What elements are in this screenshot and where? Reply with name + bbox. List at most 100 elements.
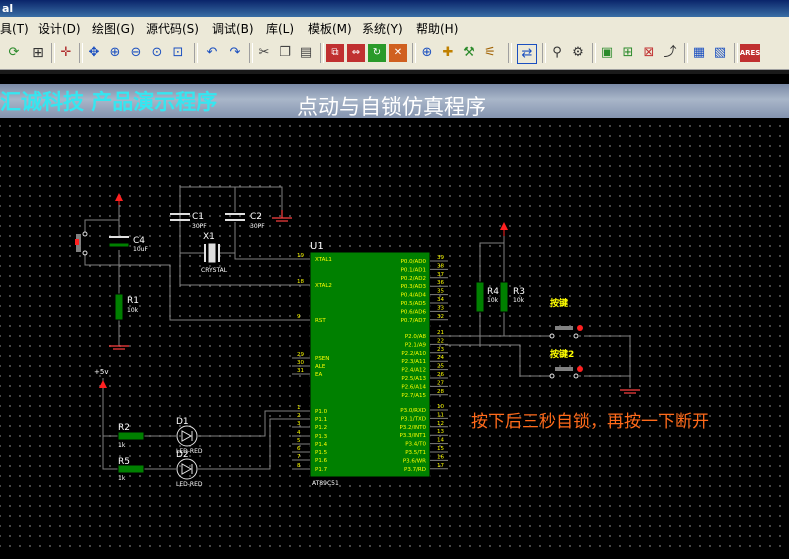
x1-value: CRYSTAL — [201, 267, 228, 274]
block-move-icon[interactable]: ⇔ — [347, 44, 365, 62]
u1-pin-number: 37 — [437, 272, 444, 278]
c4-value: 10uF — [133, 246, 148, 253]
zoom-out-icon[interactable]: ⊖ — [130, 45, 142, 60]
u1-pin-number: 26 — [437, 372, 444, 378]
d1-value: LED-RED — [176, 448, 203, 455]
led-d1[interactable]: D1 LED-RED — [176, 417, 203, 455]
redo-icon[interactable]: ↷ — [229, 45, 241, 60]
zoom-area-icon[interactable]: ⊡ — [172, 45, 184, 60]
u1-pin-number: 35 — [437, 289, 444, 295]
wire-autorouter-icon[interactable]: ⇄ — [517, 44, 537, 64]
goto-sheet-icon[interactable]: ⤴ — [663, 45, 677, 60]
u1-pin-number: 30 — [297, 360, 304, 366]
u1-pin-number: 38 — [437, 263, 444, 269]
u1-pin-number: 18 — [297, 279, 304, 285]
pick-device-icon[interactable]: ⊕ — [421, 45, 433, 60]
r4-ref: R4 — [487, 287, 499, 297]
remove-sheet-icon[interactable]: ⊠ — [643, 45, 655, 60]
r3-ref: R3 — [513, 287, 525, 297]
grid-icon[interactable]: ⊞ — [32, 45, 44, 61]
push-button-2[interactable]: 按键2 — [549, 348, 583, 379]
refresh-icon[interactable]: ⟳ — [8, 45, 20, 60]
header-banner: 汇诚科技 产品演示程序 点动与自锁仿真程序 — [0, 84, 789, 119]
paste-icon[interactable]: ▤ — [299, 45, 313, 60]
company-title: 汇诚科技 产品演示程序 — [0, 90, 218, 114]
push-button-1[interactable]: 按键 — [549, 297, 583, 339]
copy-icon[interactable]: ❐ — [279, 45, 291, 60]
u1-pin-name: P0.1/AD1 — [401, 267, 426, 273]
decompose-icon[interactable]: ⚟ — [484, 45, 496, 60]
u1-pin-name: P1.3 — [315, 434, 328, 440]
window-title-bar: al — [0, 0, 789, 17]
new-sheet-icon[interactable]: ▣ — [600, 45, 614, 60]
netlist-icon[interactable]: ▧ — [713, 45, 727, 60]
menu-library[interactable]: 库(L) — [266, 22, 295, 36]
u1-pin-name: P3.1/TXD — [401, 416, 426, 422]
block-rotate-icon[interactable]: ↻ — [368, 44, 386, 62]
u1-pin-number: 9 — [297, 314, 301, 320]
r1-value: 10k — [127, 307, 139, 314]
wire — [198, 418, 310, 470]
u1-pin-number: 24 — [437, 355, 444, 361]
led-d2[interactable]: D2 LED-RED — [176, 450, 203, 488]
toolbar-border — [0, 70, 789, 74]
zoom-all-icon[interactable]: ⊙ — [151, 45, 163, 60]
c2-ref: C2 — [250, 212, 262, 222]
cut-icon[interactable]: ✂ — [258, 45, 270, 60]
u1-pin-name: XTAL1 — [315, 257, 332, 263]
resistor-r4[interactable]: R4 10k — [475, 281, 499, 313]
u1-pin-number: 19 — [297, 253, 304, 259]
menu-tools[interactable]: 具(T) — [0, 22, 29, 36]
wire — [102, 436, 118, 470]
u1-pin-name: P2.5/A13 — [401, 376, 426, 382]
make-device-icon[interactable]: ✚ — [442, 45, 454, 60]
bom-icon[interactable]: ▦ — [692, 45, 706, 60]
wire — [445, 344, 550, 377]
search-icon[interactable]: ⚲ — [552, 45, 562, 60]
capacitor-c4[interactable]: C4 10uF — [108, 236, 148, 253]
menu-help[interactable]: 帮助(H) — [416, 22, 459, 36]
wire — [119, 264, 310, 321]
wire — [84, 198, 120, 232]
u1-pin-name: P0.7/AD7 — [401, 318, 427, 324]
menu-template[interactable]: 模板(M) — [308, 22, 352, 36]
pan-icon[interactable]: ✥ — [88, 45, 100, 60]
menu-graph[interactable]: 绘图(G) — [92, 22, 135, 36]
crystal-x1[interactable]: X1 CRYSTAL — [201, 232, 228, 274]
capacitor-c2[interactable]: C2 30PF — [225, 212, 265, 230]
packaging-icon[interactable]: ⚒ — [463, 45, 475, 60]
power-terminals — [99, 193, 508, 388]
add-sheet-icon[interactable]: ⊞ — [622, 45, 634, 60]
u1-pin-number: 15 — [437, 446, 444, 452]
wire — [479, 235, 505, 282]
reset-button[interactable] — [75, 231, 88, 256]
ares-icon[interactable]: ARES — [740, 44, 760, 62]
undo-icon[interactable]: ↶ — [206, 45, 218, 60]
u1-pin-number: 36 — [437, 280, 444, 286]
block-copy-icon[interactable]: ⧉ — [326, 44, 344, 62]
power-arrow-icon — [99, 380, 107, 388]
schematic-canvas[interactable]: +5v C1 30PF C2 30PF X1 CRYSTAL — [0, 118, 789, 555]
zoom-in-icon[interactable]: ⊕ — [109, 45, 121, 60]
u1-pin-name: P2.1/A9 — [405, 342, 427, 348]
property-tool-icon[interactable]: ⚙ — [572, 45, 584, 60]
microcontroller-u1[interactable]: U1 AT89C51 19XTAL118XTAL29RST29PSEN30ALE… — [292, 241, 448, 487]
resistor-r5[interactable]: R5 1k — [117, 457, 145, 482]
u1-pin-number: 4 — [297, 430, 301, 436]
u1-pin-name: P1.5 — [315, 450, 328, 456]
resistor-r1[interactable]: R1 10k — [114, 293, 139, 321]
block-delete-icon[interactable]: ✕ — [389, 44, 407, 62]
menu-design[interactable]: 设计(D) — [38, 22, 81, 36]
resistor-r3[interactable]: R3 10k — [499, 281, 525, 313]
wire — [179, 186, 283, 217]
menu-source[interactable]: 源代码(S) — [146, 22, 199, 36]
menu-system[interactable]: 系统(Y) — [362, 22, 403, 36]
r3-value: 10k — [513, 297, 525, 304]
capacitor-c1[interactable]: C1 30PF — [170, 212, 207, 230]
power-label: +5v — [94, 368, 108, 376]
resistor-r2[interactable]: R2 1k — [117, 423, 145, 449]
u1-pin-name: P3.3/INT1 — [399, 433, 426, 439]
menu-debug[interactable]: 调试(B) — [212, 22, 254, 36]
origin-icon[interactable]: ✛ — [60, 45, 72, 60]
d2-ref: D2 — [176, 450, 189, 460]
